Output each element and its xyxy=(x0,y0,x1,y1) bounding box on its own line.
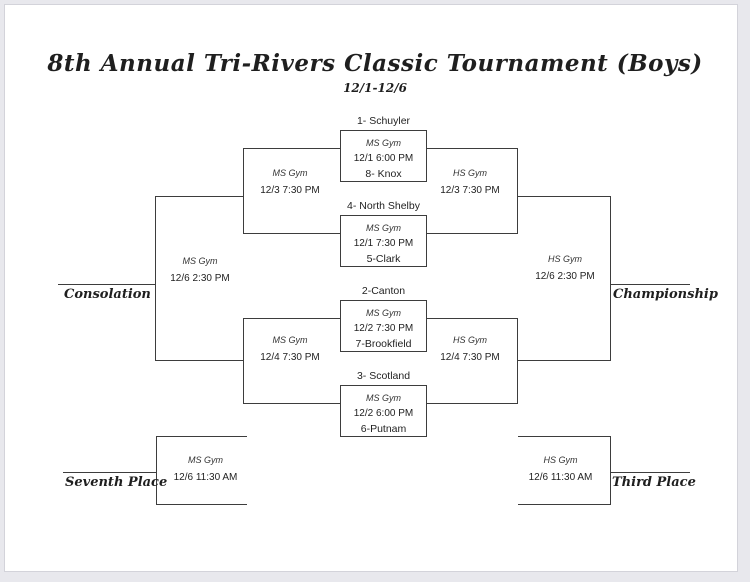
championship-semi-2-info: HS Gym 12/4 7:30 PM xyxy=(415,334,525,365)
championship-semi-1-venue: HS Gym xyxy=(452,168,487,178)
seventh-place-info: MS Gym 12/6 11:30 AM xyxy=(158,454,253,485)
consolation-winner-line xyxy=(58,284,155,285)
title-block: 8th Annual Tri-Rivers Classic Tournament… xyxy=(0,50,750,95)
game-box-4: MS Gym 12/2 6:00 PM 6-Putnam xyxy=(340,385,427,437)
connector-line xyxy=(427,403,518,404)
consolation-semi-2-time: 12/4 7:30 PM xyxy=(260,352,320,363)
team-seed-5: 5-Clark xyxy=(366,253,401,265)
connector-line xyxy=(243,403,340,404)
team-seed-1: 1- Schuyler xyxy=(356,115,411,127)
third-place-info: HS Gym 12/6 11:30 AM xyxy=(513,454,608,485)
paper-background xyxy=(4,4,738,572)
consolation-final-venue: MS Gym xyxy=(182,256,218,266)
connector-line xyxy=(243,148,340,149)
tournament-title: 8th Annual Tri-Rivers Classic Tournament… xyxy=(47,50,703,77)
consolation-semi-1-info: MS Gym 12/3 7:30 PM xyxy=(235,167,345,198)
consolation-final-time: 12/6 2:30 PM xyxy=(170,273,230,284)
game-4-venue: MS Gym xyxy=(366,393,401,403)
connector-line xyxy=(243,318,244,404)
team-seed-6: 6-Putnam xyxy=(360,423,407,435)
consolation-semi-2-info: MS Gym 12/4 7:30 PM xyxy=(235,334,345,365)
team-seed-3: 3- Scotland xyxy=(356,370,411,382)
game-box-2: MS Gym 12/1 7:30 PM 5-Clark xyxy=(340,215,427,267)
third-place-venue: HS Gym xyxy=(543,455,578,465)
consolation-semi-1-time: 12/3 7:30 PM xyxy=(260,185,320,196)
connector-line xyxy=(517,148,518,234)
connector-line xyxy=(518,504,610,505)
connector-line xyxy=(427,318,518,319)
connector-line xyxy=(517,196,610,197)
championship-final-info: HS Gym 12/6 2:30 PM xyxy=(515,253,615,284)
connector-line xyxy=(427,148,518,149)
consolation-semi-1-venue: MS Gym xyxy=(272,168,308,178)
connector-line xyxy=(517,318,518,404)
connector-line xyxy=(155,196,243,197)
team-seed-8: 8- Knox xyxy=(365,168,402,180)
consolation-label: Consolation xyxy=(64,287,151,302)
championship-semi-1-info: HS Gym 12/3 7:30 PM xyxy=(415,167,525,198)
connector-line xyxy=(155,360,243,361)
game-3-time: 12/2 7:30 PM xyxy=(353,323,414,334)
seventh-place-winner-line xyxy=(63,472,156,473)
championship-winner-line xyxy=(610,284,690,285)
connector-line xyxy=(156,436,247,437)
connector-line xyxy=(243,233,340,234)
connector-line xyxy=(156,436,157,505)
connector-line xyxy=(517,360,610,361)
third-place-label: Third Place xyxy=(612,475,696,490)
championship-label: Championship xyxy=(613,287,718,302)
game-3-venue: MS Gym xyxy=(366,308,401,318)
seventh-place-label: Seventh Place xyxy=(65,475,168,490)
game-2-venue: MS Gym xyxy=(366,223,401,233)
tournament-dates: 12/1-12/6 xyxy=(343,81,407,95)
championship-semi-1-time: 12/3 7:30 PM xyxy=(440,185,500,196)
game-4-time: 12/2 6:00 PM xyxy=(353,408,414,419)
third-place-winner-line xyxy=(610,472,690,473)
game-1-time: 12/1 6:00 PM xyxy=(353,153,414,164)
connector-line xyxy=(155,196,156,361)
connector-line xyxy=(518,436,610,437)
championship-semi-2-time: 12/4 7:30 PM xyxy=(440,352,500,363)
team-seed-2: 2-Canton xyxy=(361,285,406,297)
game-box-1: MS Gym 12/1 6:00 PM 8- Knox xyxy=(340,130,427,182)
game-2-time: 12/1 7:30 PM xyxy=(353,238,414,249)
seventh-place-time: 12/6 11:30 AM xyxy=(173,472,238,483)
team-seed-7: 7-Brookfield xyxy=(355,338,412,350)
connector-line xyxy=(243,148,244,234)
connector-line xyxy=(243,318,340,319)
consolation-final-info: MS Gym 12/6 2:30 PM xyxy=(150,255,250,286)
championship-final-venue: HS Gym xyxy=(547,254,582,264)
championship-final-time: 12/6 2:30 PM xyxy=(535,271,595,282)
championship-semi-2-venue: HS Gym xyxy=(452,335,487,345)
game-box-3: MS Gym 12/2 7:30 PM 7-Brookfield xyxy=(340,300,427,352)
connector-line xyxy=(427,233,518,234)
game-1-venue: MS Gym xyxy=(366,138,401,148)
consolation-semi-2-venue: MS Gym xyxy=(272,335,308,345)
connector-line xyxy=(610,436,611,505)
connector-line xyxy=(156,504,247,505)
team-seed-4: 4- North Shelby xyxy=(347,200,420,212)
seventh-place-venue: MS Gym xyxy=(188,455,223,465)
third-place-time: 12/6 11:30 AM xyxy=(528,472,593,483)
connector-line xyxy=(610,196,611,361)
